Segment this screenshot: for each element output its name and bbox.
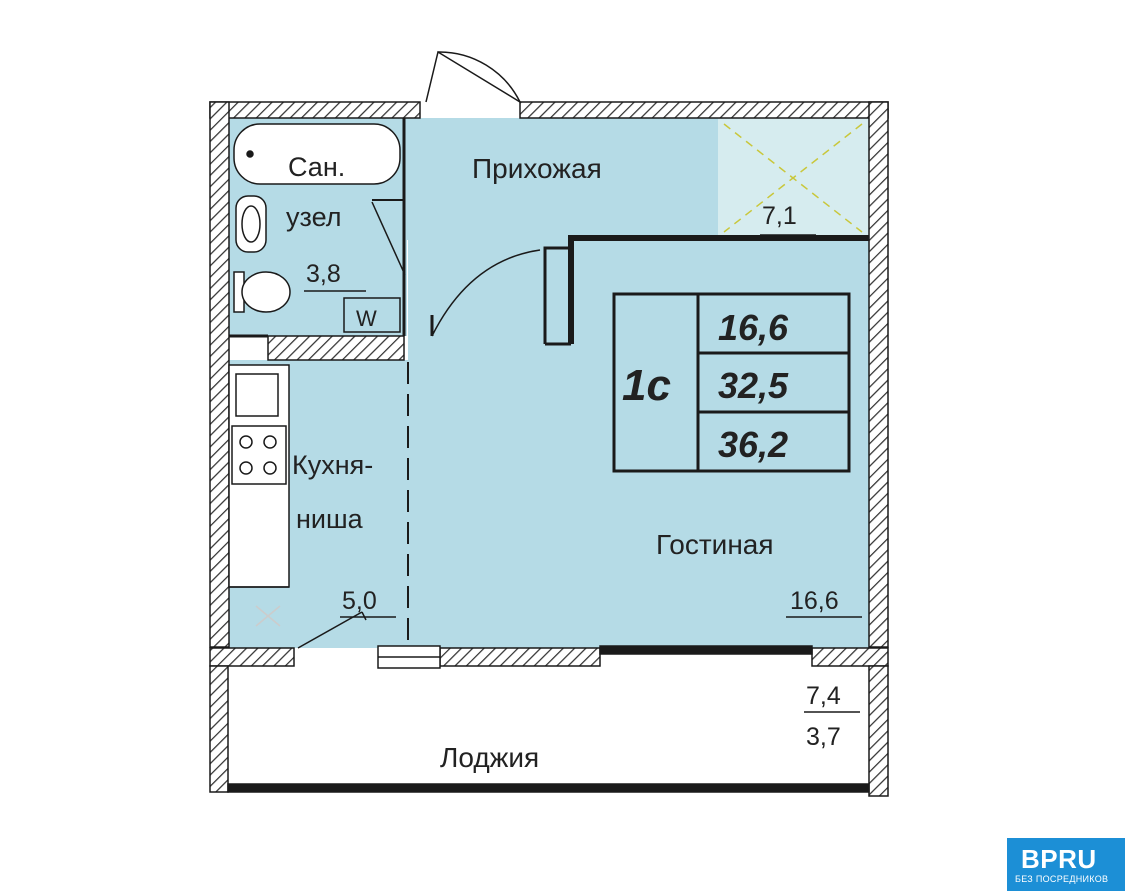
kitchen-label-line1: Кухня- [292,450,373,480]
outer-walls [209,101,889,797]
area-underlines [304,234,862,713]
windows [227,645,870,793]
bath-fixtures [233,123,401,333]
area-total-value: 32,5 [718,365,789,406]
wall-bottom-c [811,647,889,667]
wall-left [209,101,230,648]
interior-walls [229,118,869,646]
kitchen-door [297,611,367,649]
kitchen-fixtures [228,364,290,627]
washer-icon [343,297,401,333]
hallway-label: Прихожая [472,153,602,184]
apartment-type: 1с [622,361,671,410]
loggia-area-full: 7,4 [806,682,841,710]
wall-right [868,101,889,648]
loggia-rail [227,783,870,793]
area-table [612,292,851,473]
area-loggia-value: 36,2 [718,424,788,465]
kitchen-sink-icon [235,373,279,417]
wall-closet-living [568,235,869,344]
bathroom-label-line1: Сан. [288,152,345,182]
entry-door-arc [437,51,521,103]
loggia-wall-left [209,665,229,793]
bpru-logo: BPRU [1021,844,1097,874]
bathroom-area: 3,8 [306,260,341,288]
living-area: 16,6 [790,587,839,615]
living-label: Гостиная [656,529,774,560]
loggia-wall-right [868,665,889,797]
loggia-label: Лоджия [440,742,539,773]
stove-icon [231,425,287,485]
entry-door [425,50,521,103]
kitchen-area: 5,0 [342,587,377,615]
wall-bath-bottom [267,335,405,361]
wall-closet-living-inner [543,246,571,344]
toilet-icon [233,271,291,313]
living-door-arc [431,249,541,337]
bathtub-icon [233,123,401,185]
area-living-value: 16,6 [718,307,789,348]
bpru-subtitle: БЕЗ ПОСРЕДНИКОВ [1015,874,1109,884]
bpru-badge: BPRU БЕЗ ПОСРЕДНИКОВ [1007,838,1125,891]
wall-top-right [519,101,889,119]
wall-bottom-b [439,647,601,667]
washer-mark: W [356,306,377,331]
kitchen-label-line2: ниша [296,504,364,534]
hallway-area: 7,1 [762,202,797,230]
loggia-area-reduced: 3,7 [806,723,841,751]
closet-marks [723,123,863,233]
doors [297,50,541,649]
wall-bottom-a [209,647,295,667]
bathroom-label-line2: узел [286,202,341,232]
wall-top-left [209,101,421,119]
window-living [599,645,813,655]
